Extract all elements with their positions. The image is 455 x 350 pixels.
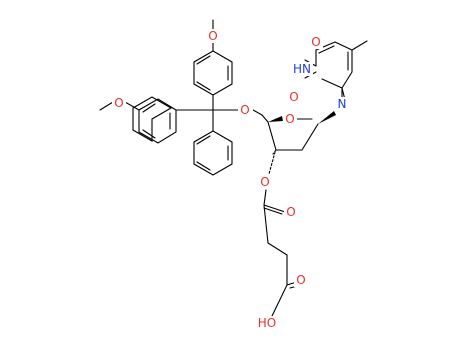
- bonds: [99, 19, 368, 317]
- oxygen-thymine-4-label: O: [311, 35, 320, 49]
- oxygen-carbonyl-ester-label: O: [286, 205, 295, 219]
- methoxyphenyl-ring-left: [99, 96, 177, 144]
- nitrogen-thymine-label: N: [338, 97, 347, 111]
- hydroxyl-acid-label: HO: [258, 316, 276, 330]
- thymine-ring: [304, 40, 368, 107]
- trityl-center-bonds: [175, 94, 263, 132]
- oxygen-ring-label: O: [285, 112, 294, 126]
- oxygen-ester-label: O: [260, 175, 269, 189]
- nh-thymine-label: HN: [293, 62, 311, 76]
- phenyl-ring-lower: [193, 130, 233, 176]
- oxygen-carbonyl-acid-label: O: [296, 273, 305, 287]
- succinate-chain: [263, 149, 302, 317]
- deoxyribose-ring: [261, 111, 336, 151]
- oxygen-ether-label: O: [240, 103, 249, 117]
- atom-labels: O O O O O O O HO O O HN N: [112, 29, 349, 330]
- oxygen-methoxy-top-label: O: [208, 29, 217, 43]
- oxygen-methoxy-left-label: O: [114, 96, 123, 110]
- oxygen-thymine-2-label: O: [289, 90, 298, 104]
